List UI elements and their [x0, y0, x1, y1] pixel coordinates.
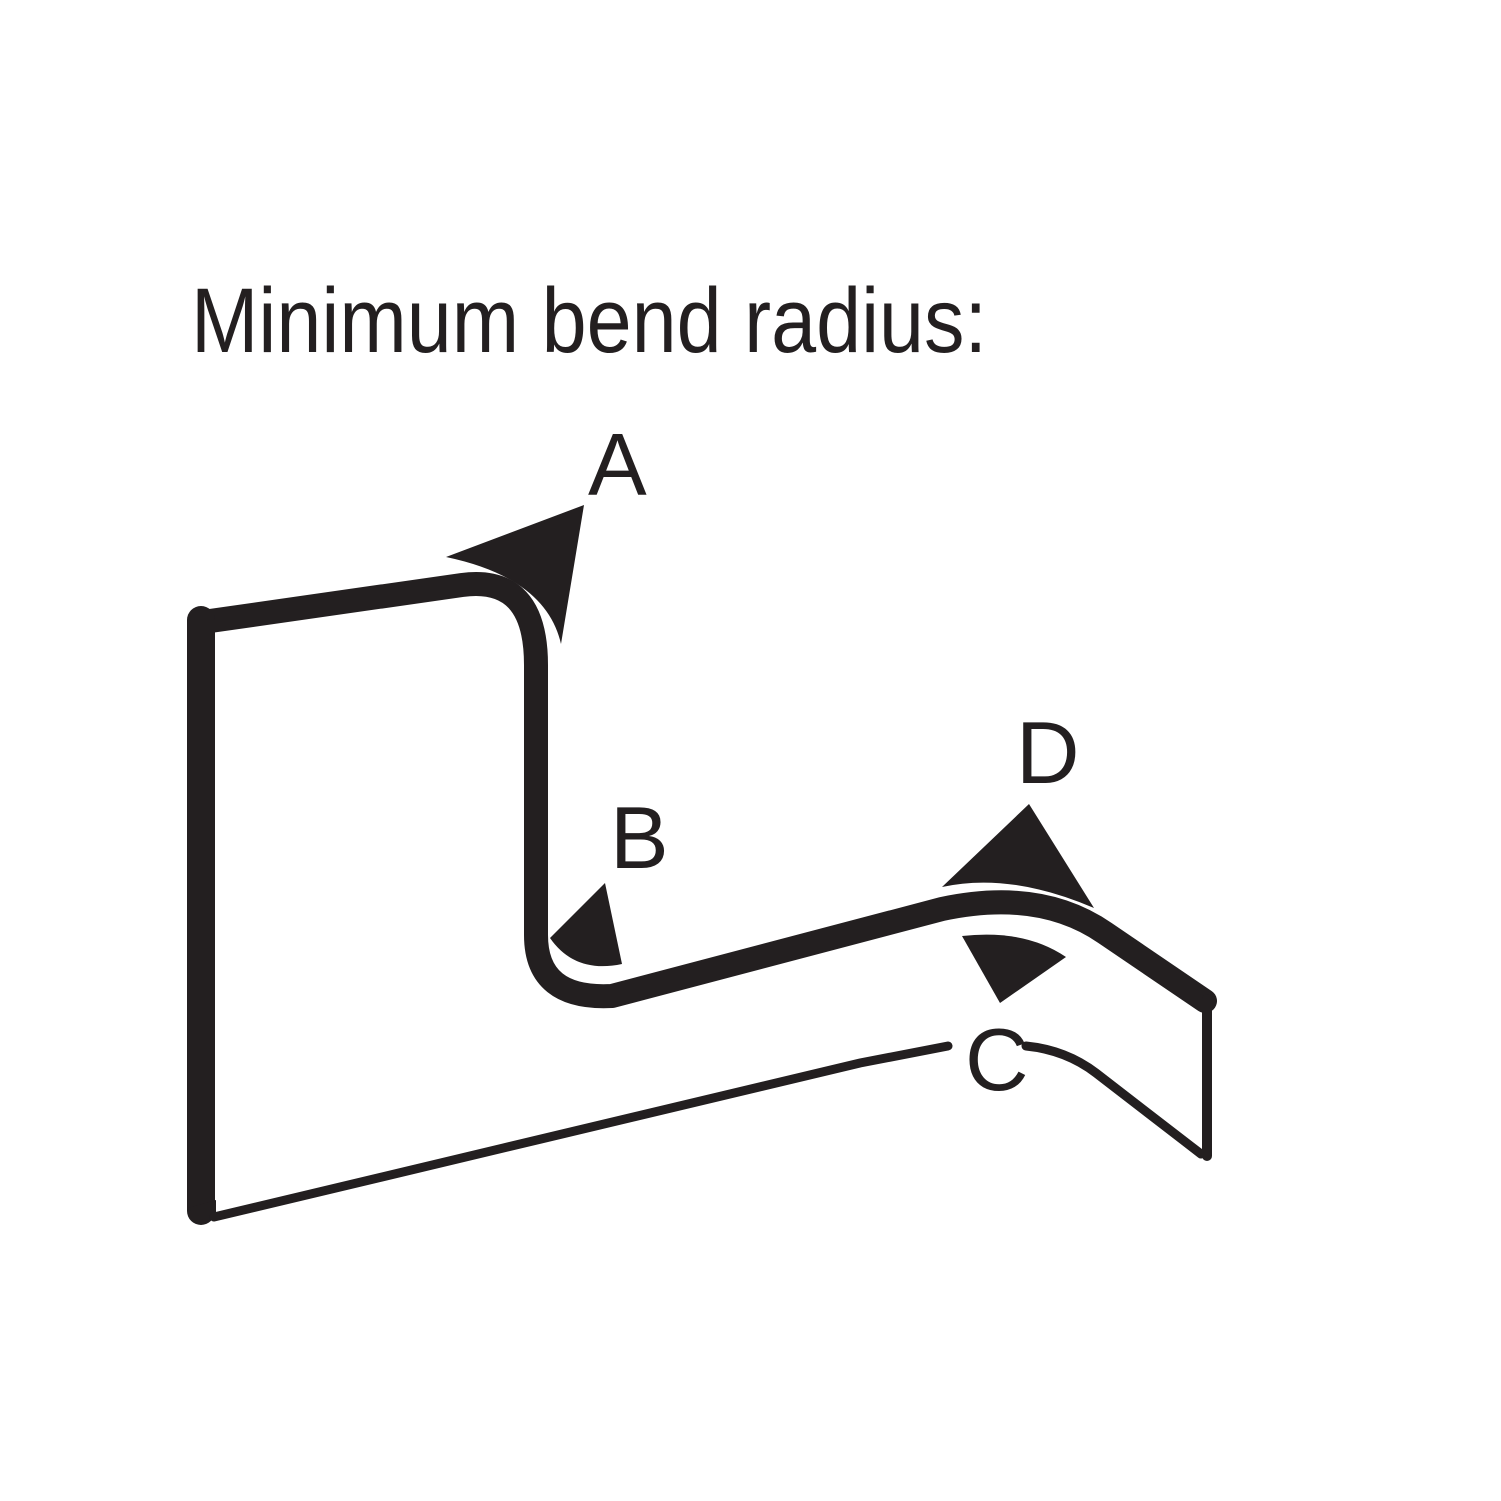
bend-marker-c	[962, 934, 1066, 1003]
strip-outline	[191, 572, 1217, 1013]
bend-marker-a	[446, 505, 584, 644]
label-c: C	[965, 1010, 1029, 1109]
diagram-title: Minimum bend radius:	[191, 270, 987, 372]
strip-bottom-edge-right	[1021, 1041, 1206, 1159]
strip-bottom-edge	[209, 1041, 953, 1222]
label-b: B	[610, 788, 669, 887]
bend-marker-b	[550, 883, 622, 967]
strip-left-corner	[188, 1200, 216, 1222]
bend-marker-d	[942, 804, 1094, 908]
label-d: D	[1016, 703, 1080, 802]
label-a: A	[588, 415, 647, 514]
